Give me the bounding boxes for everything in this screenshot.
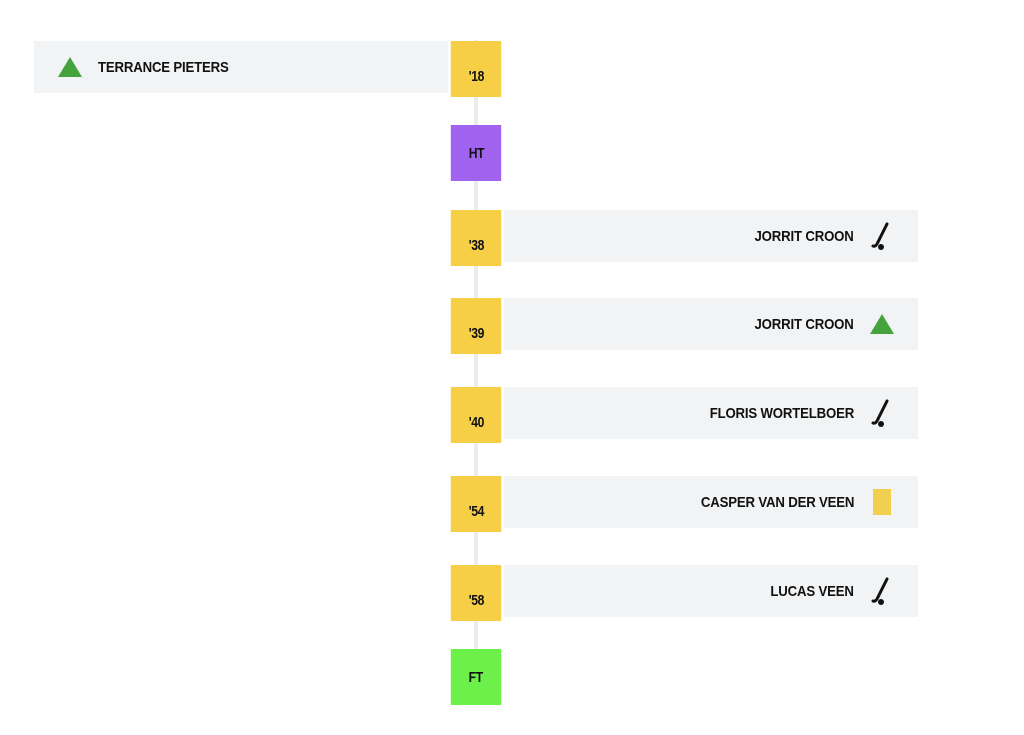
hockey-stick-icon (868, 222, 896, 250)
player-name: JORRIT CROON (754, 315, 854, 333)
event-row: '40 FLORIS WORTELBOER (0, 387, 1024, 443)
event-bar: FLORIS WORTELBOER (504, 387, 918, 439)
minute-badge: '18 (450, 41, 502, 97)
green-triangle-icon (56, 53, 84, 81)
event-row: TERRANCE PIETERS '18 (0, 41, 1024, 97)
player-name: CASPER VAN DER VEEN (700, 493, 855, 511)
player-name: LUCAS VEEN (770, 582, 855, 600)
player-name: JORRIT CROON (754, 227, 854, 245)
event-bar: JORRIT CROON (504, 298, 918, 350)
event-row: HT (0, 125, 1024, 181)
minute-badge: '39 (450, 298, 502, 354)
minute-label: '18 (468, 68, 484, 85)
minute-badge: '58 (450, 565, 502, 621)
minute-badge: '40 (450, 387, 502, 443)
minute-badge: '38 (450, 210, 502, 266)
minute-label: '38 (468, 237, 484, 254)
hockey-stick-icon (868, 577, 896, 605)
timeline-line (474, 40, 478, 704)
green-triangle-icon (868, 310, 896, 338)
minute-label: '58 (468, 592, 484, 609)
event-row: '38 JORRIT CROON (0, 210, 1024, 266)
minute-label: HT (468, 144, 484, 162)
event-row: '54 CASPER VAN DER VEEN (0, 476, 1024, 532)
player-name: TERRANCE PIETERS (98, 58, 229, 76)
minute-label: '40 (468, 414, 484, 431)
event-row: '58 LUCAS VEEN (0, 565, 1024, 621)
event-bar: LUCAS VEEN (504, 565, 918, 617)
minute-badge: '54 (450, 476, 502, 532)
yellow-card-icon (868, 488, 896, 516)
event-bar: JORRIT CROON (504, 210, 918, 262)
event-bar: TERRANCE PIETERS (34, 41, 448, 93)
hockey-stick-icon (868, 399, 896, 427)
event-row: FT (0, 649, 1024, 705)
minute-label: '39 (468, 325, 484, 342)
minute-label: '54 (468, 503, 484, 520)
full-time-badge: FT (450, 649, 502, 705)
event-bar: CASPER VAN DER VEEN (504, 476, 918, 528)
minute-label: FT (468, 668, 484, 686)
event-row: '39 JORRIT CROON (0, 298, 1024, 354)
player-name: FLORIS WORTELBOER (709, 404, 855, 422)
half-time-badge: HT (450, 125, 502, 181)
